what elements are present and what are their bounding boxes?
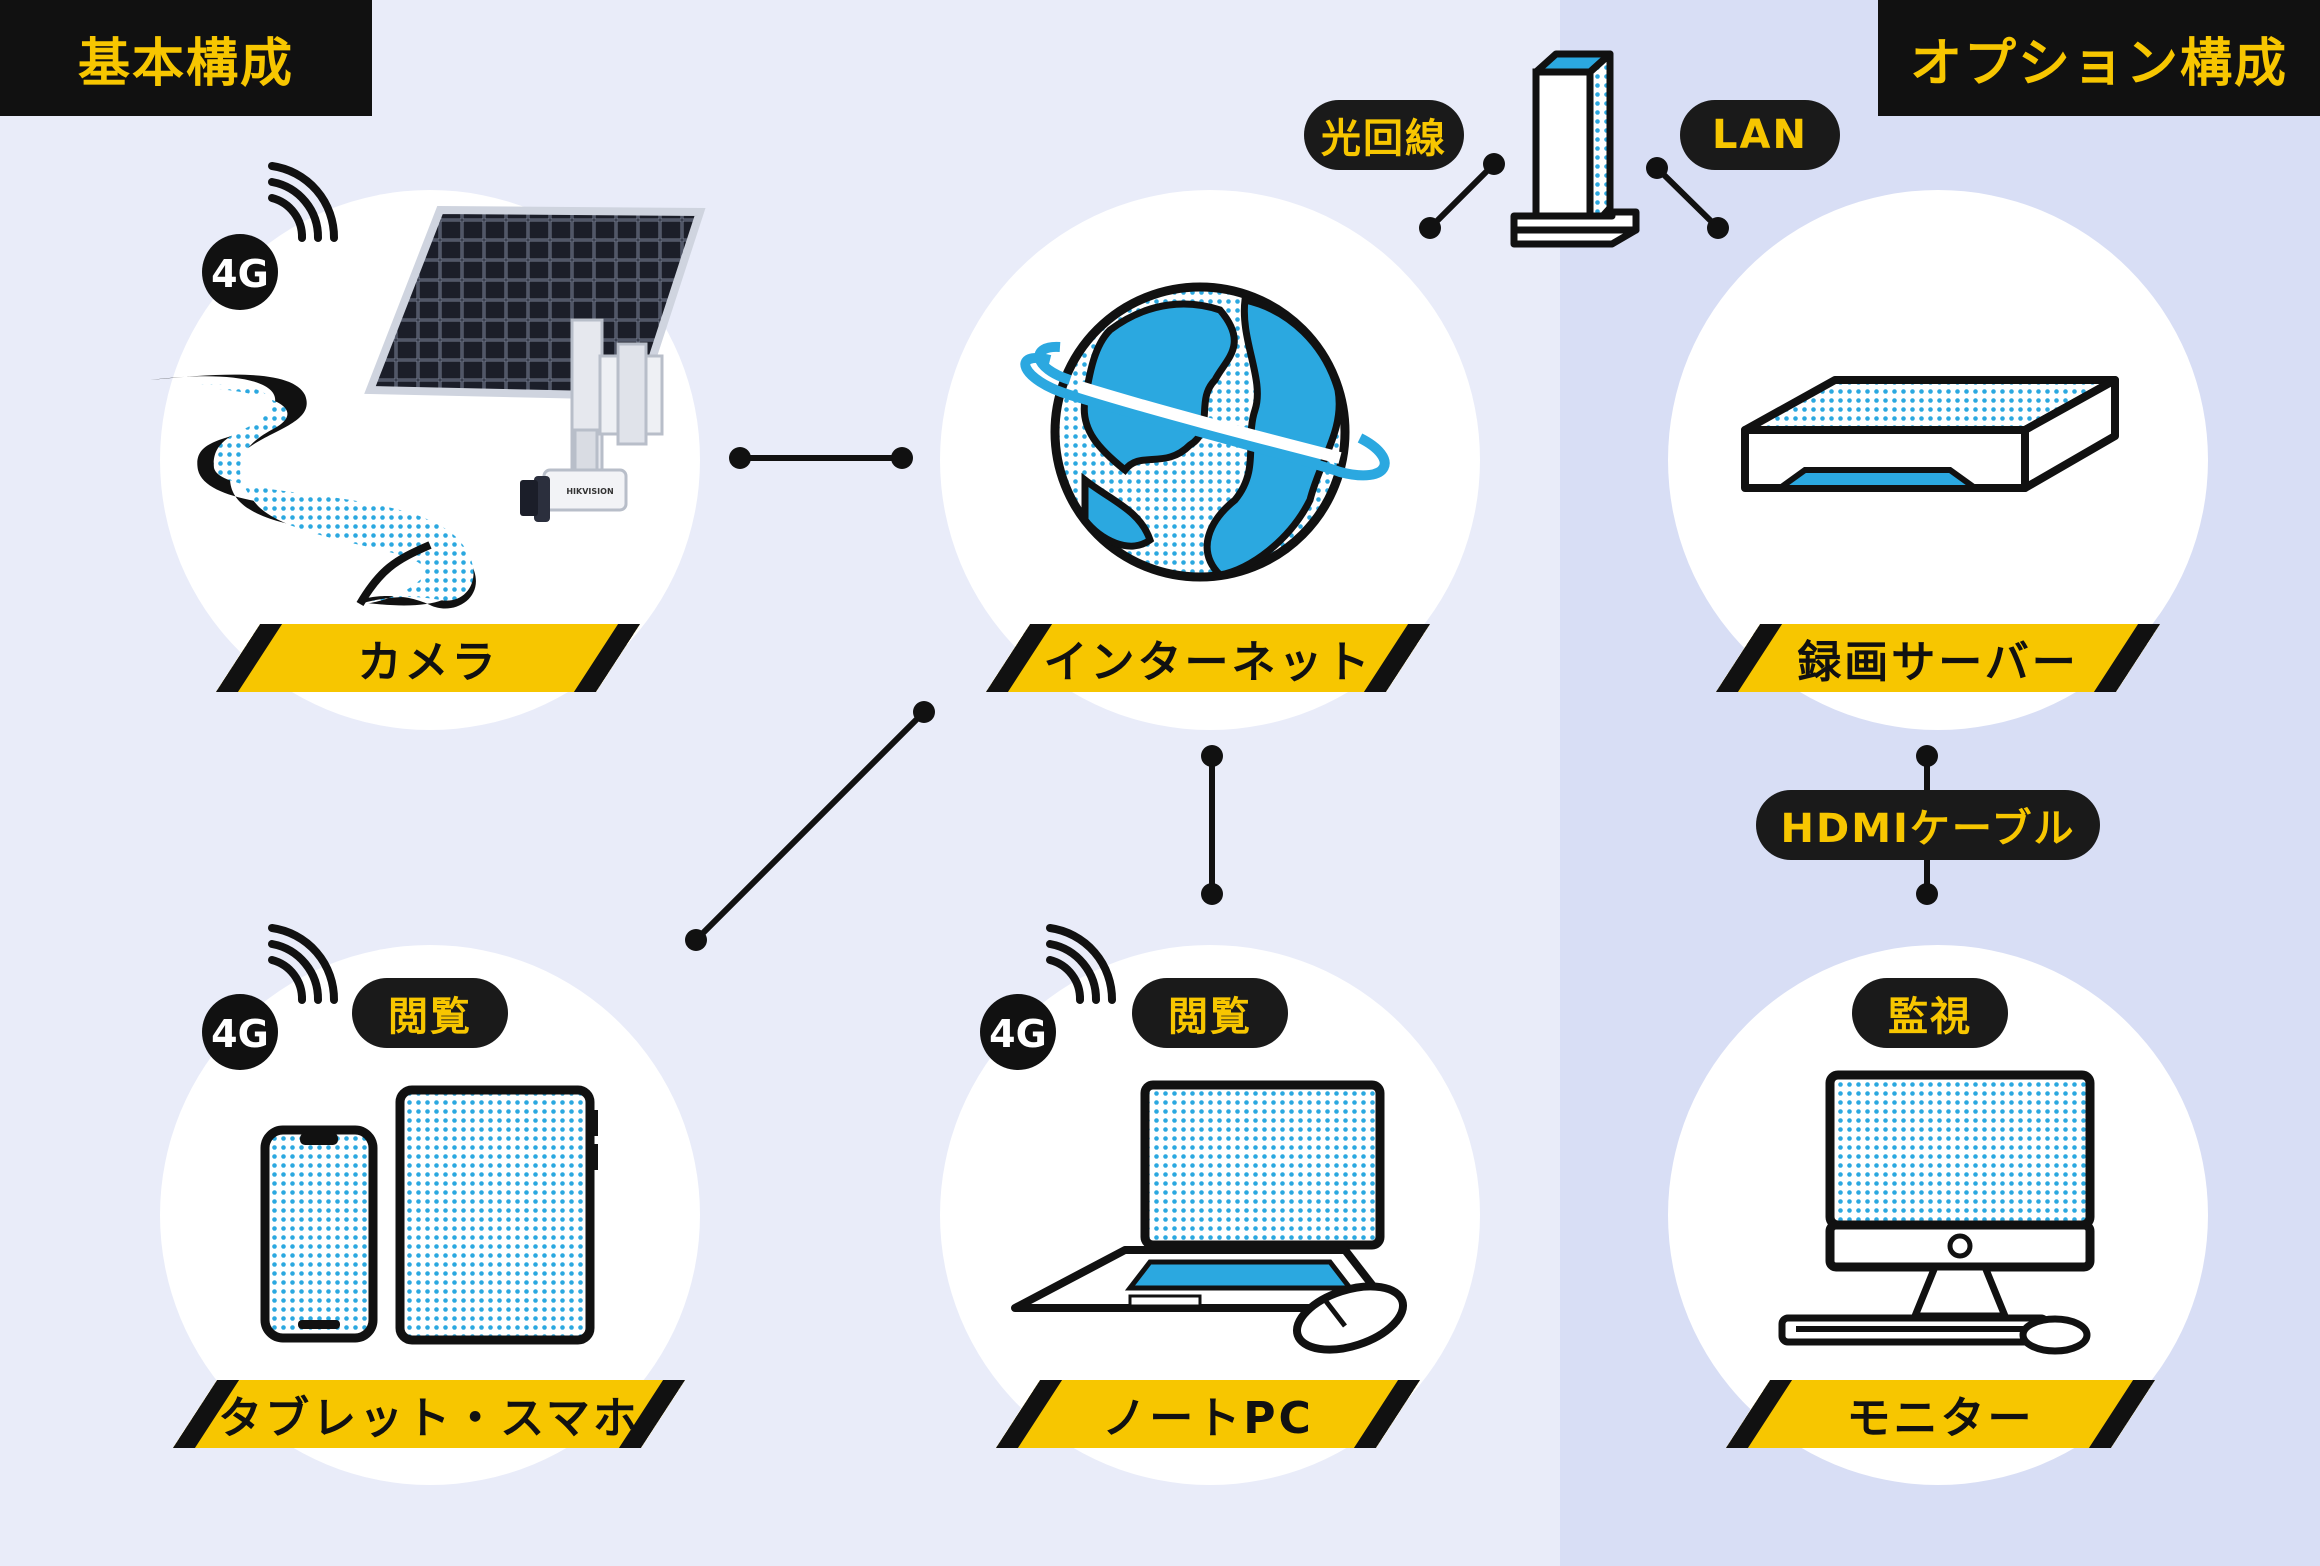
option-section-label: オプション構成 [1878,0,2320,116]
hdmi-pill: HDMIケーブル [1756,790,2100,860]
connector-fiber [1419,153,1505,239]
internet-banner: インターネット [985,624,1431,692]
view-laptop-pill: 閲覧 [1132,978,1288,1048]
connector-internet-tablet [685,701,935,951]
globe-icon [1020,282,1390,582]
fiber-pill: 光回線 [1304,100,1464,170]
recorder-banner: 録画サーバー [1715,624,2161,692]
badge-4g-tablet: 4G [202,994,278,1070]
laptop-icon [1011,1080,1408,1354]
camera-banner: カメラ [215,624,641,692]
solar-panel-icon [364,205,706,480]
wifi-signal-icon [268,924,339,1004]
wifi-signal-icon [1046,924,1117,1004]
watch-monitor-pill: 監視 [1852,978,2008,1048]
badge-4g-camera: 4G [202,234,278,310]
recorder-icon [1741,376,2119,492]
wifi-signal-icon [268,162,339,242]
connector-internet-laptop [1201,745,1223,905]
river-icon [150,374,476,609]
view-tablet-pill: 閲覧 [352,978,508,1048]
router-icon [1510,50,1640,248]
camera-icon: HIKVISION [520,468,628,522]
monitor-icon [1778,1070,2095,1355]
smartphone-icon [260,1125,378,1343]
connector-camera-internet [729,447,913,469]
badge-4g-laptop: 4G [980,994,1056,1070]
connector-lan [1646,157,1729,239]
monitor-banner: モニター [1725,1380,2156,1448]
camera-brand-label: HIKVISION [566,487,613,496]
tablet-icon [395,1085,598,1345]
lan-pill: LAN [1680,100,1840,170]
svg-text:4G: 4G [989,1012,1047,1056]
svg-text:4G: 4G [211,1012,269,1056]
svg-text:4G: 4G [211,252,269,296]
basic-section-label: 基本構成 [0,0,372,116]
tablet-banner: タブレット・スマホ [172,1380,686,1448]
laptop-banner: ノートPC [995,1380,1421,1448]
